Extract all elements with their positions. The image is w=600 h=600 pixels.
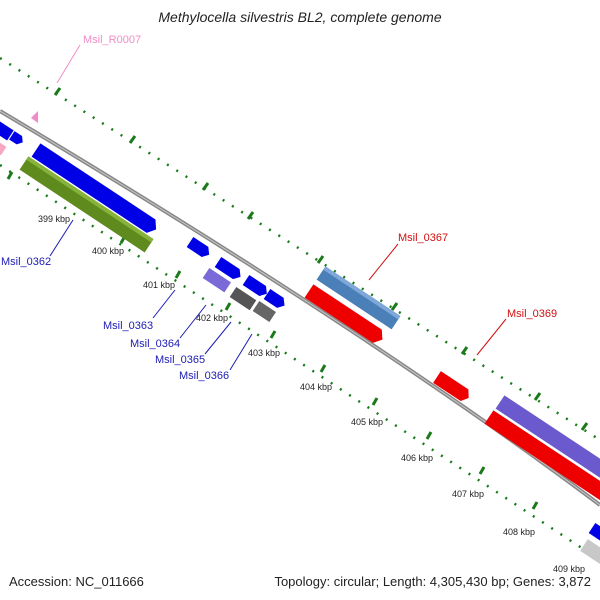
outer-tick — [460, 346, 469, 355]
inner-tick — [319, 364, 327, 373]
gene-feature-blue[interactable] — [0, 119, 14, 141]
tick-label-403: 403 kbp — [248, 348, 280, 358]
gene-features — [0, 111, 600, 568]
gene-label-msil-0369[interactable]: Msil_0369 — [507, 308, 557, 320]
gene-feature-purple[interactable] — [495, 395, 600, 486]
gene-feature-purple[interactable] — [202, 267, 231, 293]
inner-tick — [425, 431, 433, 440]
leader-msil-0366 — [229, 333, 253, 371]
gene-feature-steelblue[interactable] — [316, 266, 401, 330]
outer-tick — [533, 392, 542, 401]
inner-tick — [371, 397, 379, 406]
inner-tick — [224, 302, 232, 311]
leader-msil-0364 — [179, 304, 207, 339]
inner-tick — [174, 270, 182, 279]
leader-msil-r0007 — [56, 44, 81, 84]
label-leaders — [49, 44, 507, 371]
gene-feature-red[interactable] — [304, 284, 387, 346]
gene-feature-olive[interactable] — [19, 156, 154, 253]
gene-feature-blue[interactable] — [263, 288, 288, 311]
inner-tick — [531, 501, 539, 510]
gene-feature-pink[interactable] — [0, 141, 7, 156]
gene-label-msil-r0007[interactable]: Msil_R0007 — [83, 34, 141, 46]
gene-label-msil-0363[interactable]: Msil_0363 — [103, 320, 153, 332]
tick-label-399: 399 kbp — [38, 214, 70, 224]
tick-label-408: 408 kbp — [503, 527, 535, 537]
outer-tick — [390, 302, 399, 311]
gene-feature-blue[interactable] — [9, 131, 25, 146]
tick-label-402: 402 kbp — [196, 313, 228, 323]
gene-label-msil-0367[interactable]: Msil_0367 — [398, 232, 448, 244]
leader-msil-0363 — [152, 289, 176, 319]
accession-text: Accession: NC_011666 — [9, 574, 144, 589]
inner-ticks — [6, 171, 539, 510]
leader-msil-0369 — [476, 318, 507, 356]
outer-tick — [201, 182, 210, 191]
gene-feature-blue[interactable] — [186, 236, 213, 260]
leader-msil-0365 — [204, 321, 232, 355]
gene-feature-grey[interactable] — [252, 300, 276, 323]
leader-msil-0362 — [49, 219, 74, 257]
outer-tick — [53, 87, 62, 96]
outer-tick — [580, 422, 589, 431]
tick-label-404: 404 kbp — [300, 382, 332, 392]
gene-feature-blue[interactable] — [31, 143, 161, 236]
inner-tick — [478, 466, 486, 475]
gene-label-msil-0365[interactable]: Msil_0365 — [155, 354, 205, 366]
tick-label-405: 405 kbp — [351, 417, 383, 427]
gene-feature-lightgrey[interactable] — [580, 539, 600, 568]
outer-tick — [128, 135, 137, 144]
tick-label-401: 401 kbp — [143, 280, 175, 290]
tick-label-400: 400 kbp — [92, 246, 124, 256]
tick-label-406: 406 kbp — [401, 453, 433, 463]
inner-tick — [6, 171, 14, 180]
rna-marker[interactable] — [31, 111, 38, 123]
inner-tick — [269, 330, 277, 339]
gene-feature-grey[interactable] — [229, 286, 257, 311]
gene-feature-blue[interactable] — [588, 522, 600, 545]
topology-text: Topology: circular; Length: 4,305,430 bp… — [274, 574, 591, 589]
outer-ticks — [53, 87, 589, 431]
outer-tick — [246, 211, 255, 220]
leader-msil-0367 — [368, 243, 399, 281]
outer-tick — [316, 255, 325, 264]
tick-label-409: 409 kbp — [553, 564, 585, 574]
gene-label-msil-0366[interactable]: Msil_0366 — [179, 370, 229, 382]
inner-dotted-track — [0, 163, 600, 562]
gene-feature-red[interactable] — [484, 410, 600, 504]
gene-feature-blue[interactable] — [214, 256, 244, 282]
gene-feature-blue[interactable] — [242, 274, 270, 299]
map-title: Methylocella silvestris BL2, complete ge… — [158, 9, 442, 25]
gene-label-msil-0362[interactable]: Msil_0362 — [1, 256, 51, 268]
gene-feature-red[interactable] — [433, 371, 472, 404]
gene-label-msil-0364[interactable]: Msil_0364 — [130, 338, 180, 350]
tick-label-407: 407 kbp — [452, 489, 484, 499]
